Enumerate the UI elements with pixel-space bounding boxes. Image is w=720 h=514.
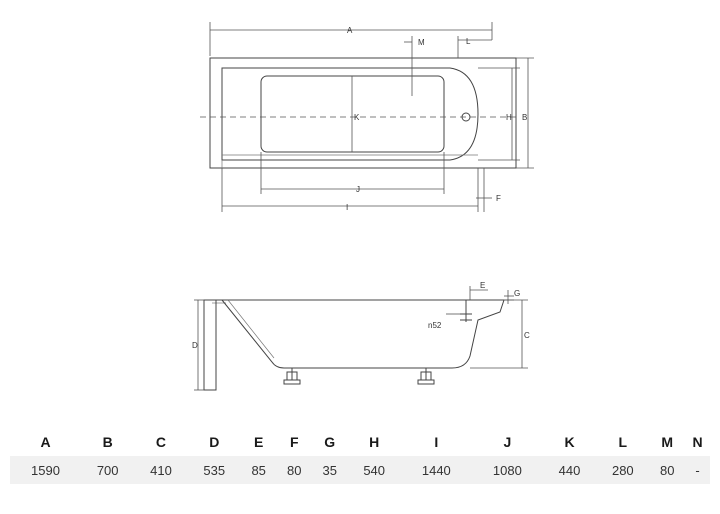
value-cell: 80 [276,456,312,484]
value-cell: 35 [311,456,348,484]
header-cell: G [324,434,336,450]
side-view: n52 D E G C [192,281,530,391]
value-cell: 700 [81,456,135,484]
label-G: G [514,289,520,298]
value-cell: 540 [347,456,401,484]
value-cell: 85 [240,456,277,484]
technical-drawing: A M L H B K J I F [192,22,534,391]
top-view-inner-rim [221,67,479,161]
header-cell: C [155,434,167,450]
side-view-front-panel [203,299,217,391]
top-view-basin [260,75,445,153]
top-view: A M L H B K J I F [200,22,534,212]
side-view-tub-body [221,299,505,369]
header-cell: E [254,434,264,450]
label-C: C [524,331,530,340]
header-cell: N [692,434,703,450]
header-cell: A [40,434,51,450]
label-H: H [506,113,512,122]
label-F: F [496,194,501,203]
label-n52: n52 [428,321,442,330]
value-cell: 1080 [471,456,543,484]
dimensions-table: A B C D E F G H I J K L M N 1590 700 410… [10,428,710,484]
label-A: A [347,26,353,35]
top-view-outer-rim [209,57,517,169]
overflow-fitting [446,300,472,322]
value-cell: 1590 [10,456,82,484]
tub-foot-right [417,368,435,385]
label-M: M [418,38,425,47]
dimensions-table-header-row: A B C D E F G H I J K L M N [10,428,710,456]
value-cell: 1440 [400,456,472,484]
value-cell: 535 [187,456,241,484]
header-cell: F [289,434,299,450]
value-cell: 280 [596,456,650,484]
label-J: J [356,185,360,194]
value-cell: 440 [542,456,597,484]
dimensions-table-value-row: 1590 700 410 535 85 80 35 540 1440 1080 … [10,456,710,484]
label-K: K [354,113,360,122]
header-cell: B [102,434,113,450]
label-B: B [522,113,527,122]
label-I: I [346,203,348,212]
value-cell: - [685,456,710,484]
value-cell: 410 [134,456,188,484]
header-cell: H [369,434,380,450]
header-cell: L [618,434,628,450]
header-cell: M [661,434,674,450]
header-cell: I [434,434,439,450]
value-cell: 80 [649,456,685,484]
header-cell: K [564,434,575,450]
label-D: D [192,341,198,350]
tub-foot-left [283,368,301,385]
label-E: E [480,281,485,290]
header-cell: J [503,434,512,450]
label-L: L [466,37,471,46]
header-cell: D [209,434,220,450]
